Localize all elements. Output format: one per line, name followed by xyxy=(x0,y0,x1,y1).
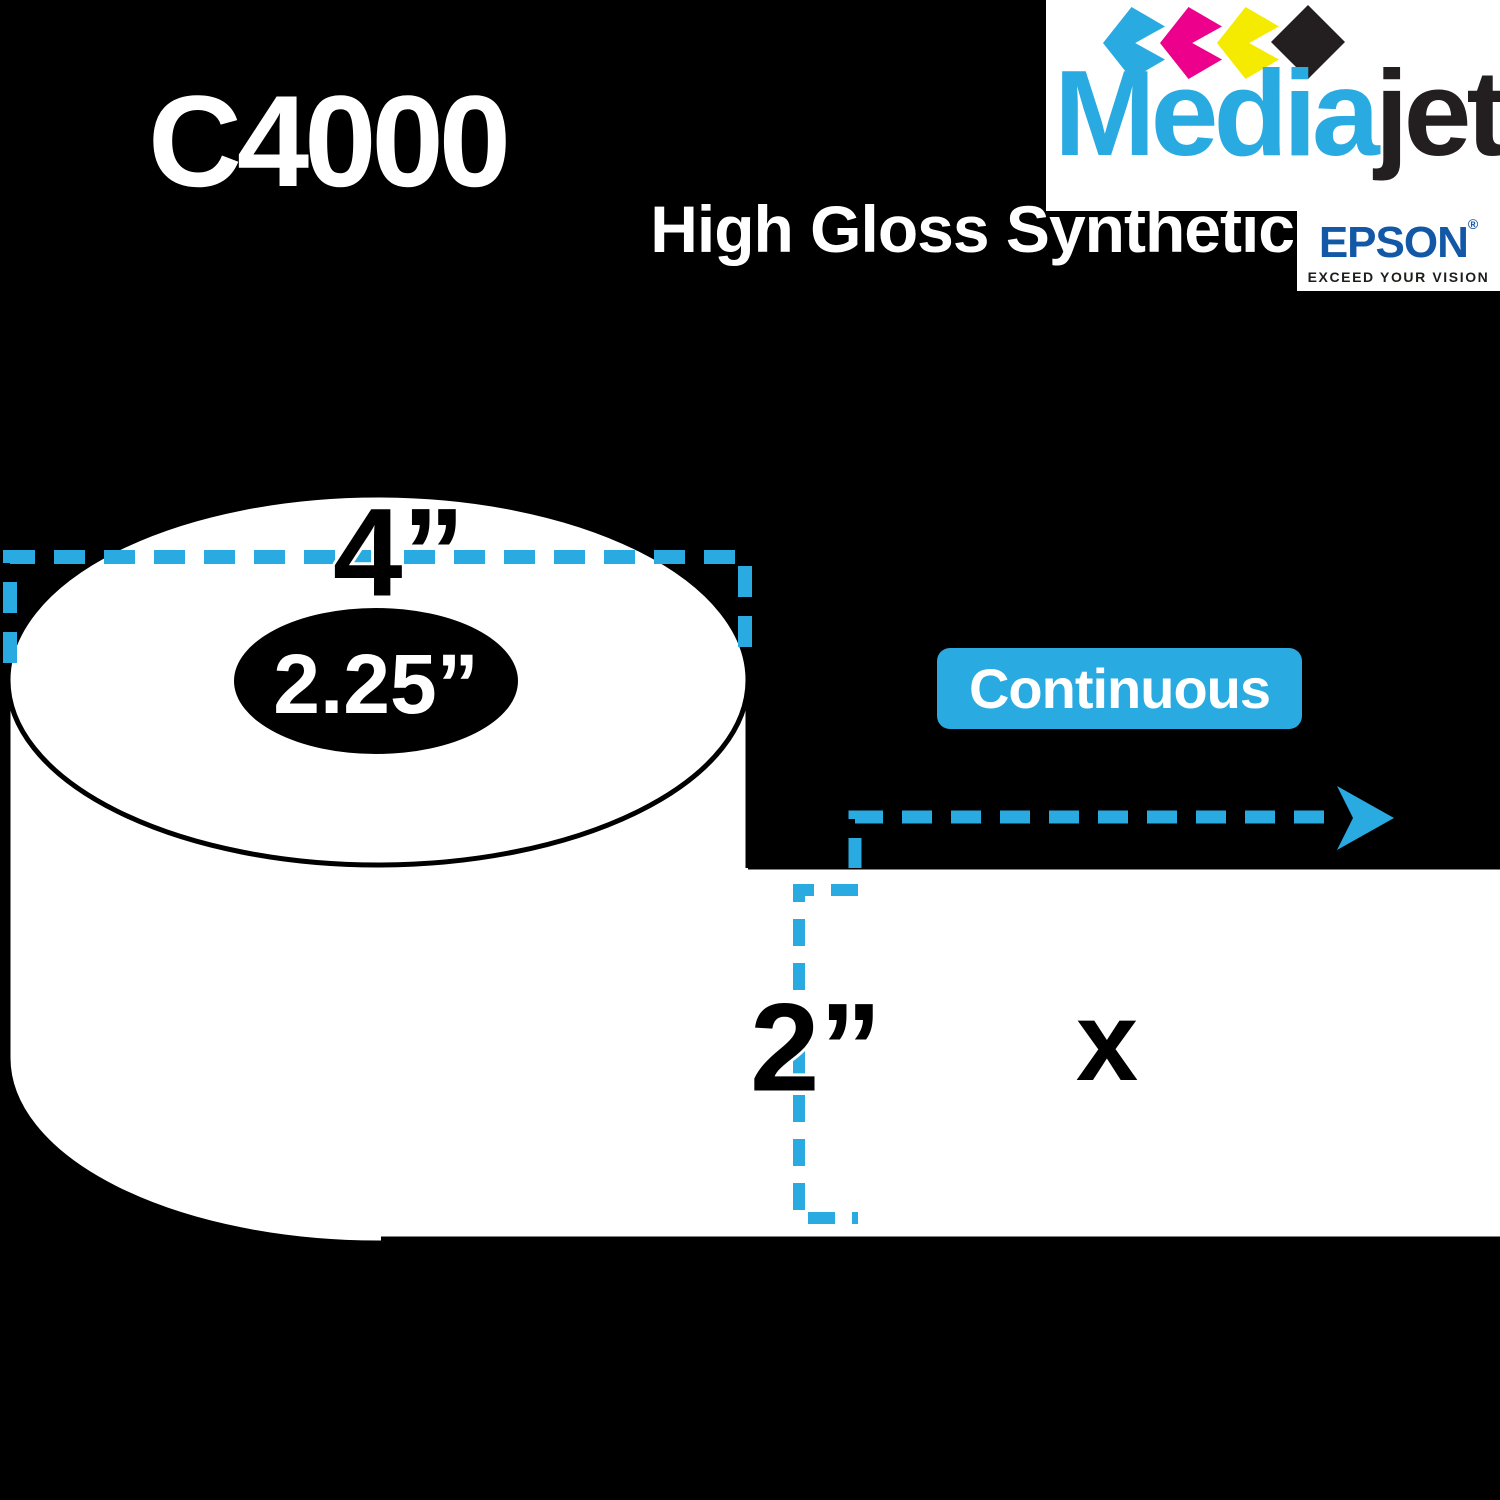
epson-tagline: EXCEED YOUR VISION xyxy=(1307,269,1490,285)
continuous-badge: Continuous xyxy=(937,648,1302,729)
outer-diameter-label: 4” xyxy=(332,483,466,623)
mediajet-wordmark-media: Media xyxy=(1054,45,1380,181)
epson-logo: EPSON® EXCEED YOUR VISION xyxy=(1297,211,1500,291)
epson-wordmark: EPSON® xyxy=(1319,217,1478,265)
feed-direction-line xyxy=(848,810,1337,868)
outer-diameter-dimension xyxy=(3,550,752,663)
feed-direction-arrowhead-icon xyxy=(1337,786,1394,850)
epson-wordmark-text: EPSON xyxy=(1318,218,1469,267)
product-model-label: C4000 xyxy=(148,68,511,214)
core-diameter-label: 2.25” xyxy=(273,637,479,731)
label-length-label: x xyxy=(1075,979,1139,1104)
mediajet-wordmark: Mediajet xyxy=(1054,52,1500,174)
label-width-label: 2” xyxy=(749,978,883,1118)
continuous-badge-label: Continuous xyxy=(968,656,1271,720)
roll-body-bottom-arc xyxy=(5,1058,381,1246)
label-width-dimension xyxy=(793,884,858,1224)
mediajet-logo: Mediajet xyxy=(1046,0,1500,211)
epson-registered-mark: ® xyxy=(1467,216,1479,232)
mediajet-wordmark-jet: jet xyxy=(1374,45,1500,181)
roll-core xyxy=(234,608,518,754)
cmyk-diamonds xyxy=(1103,5,1349,81)
